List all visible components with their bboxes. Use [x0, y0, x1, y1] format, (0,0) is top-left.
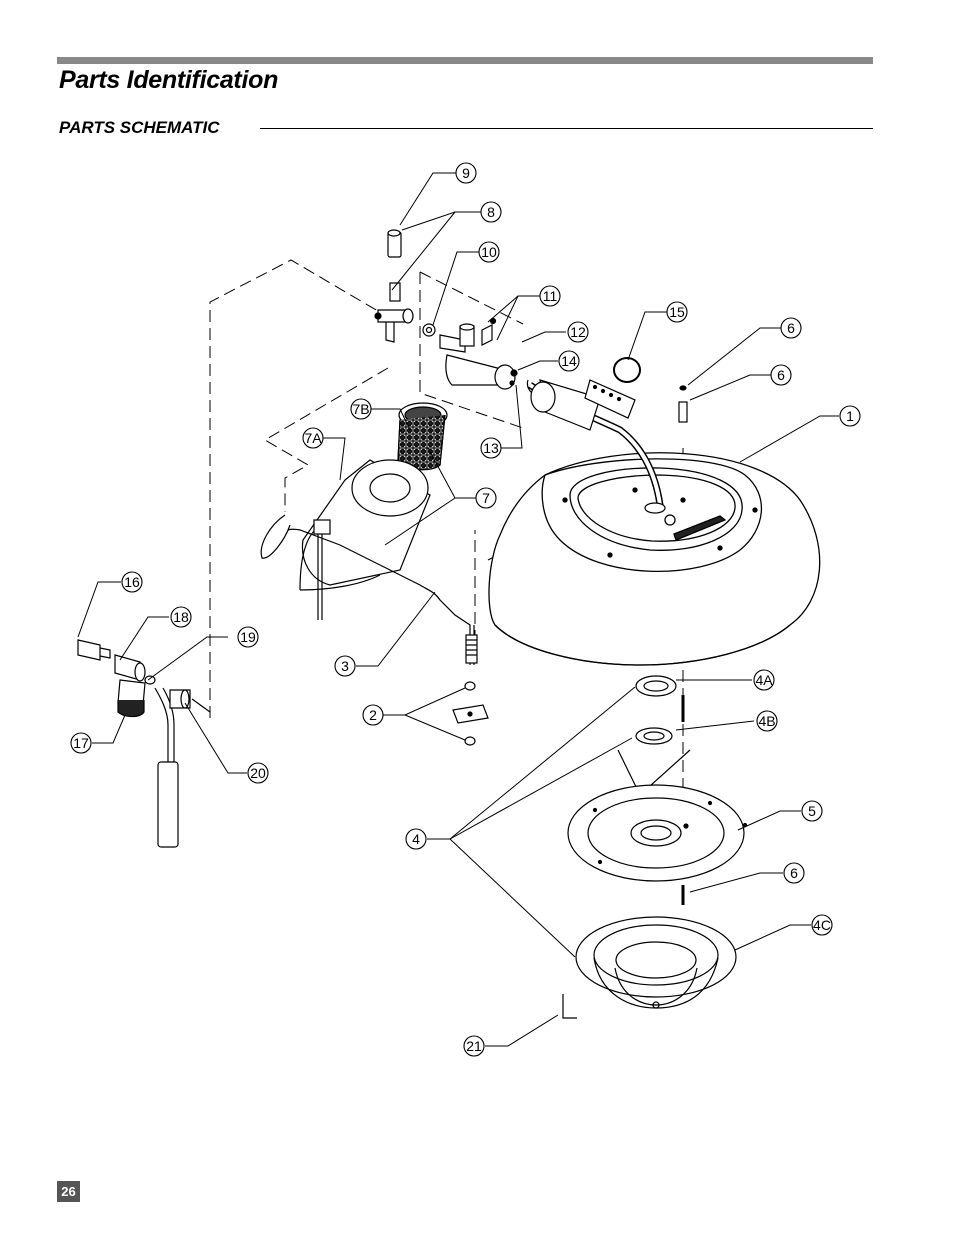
- callout-7a: 7A: [302, 427, 324, 449]
- callout-13: 13: [480, 437, 502, 459]
- callout-17: 17: [70, 732, 92, 754]
- callout-1: 1: [839, 405, 861, 427]
- flex-hose: [526, 379, 666, 514]
- callout-6-mid: 6: [770, 364, 792, 386]
- callout-4a: 4A: [753, 669, 775, 691]
- svg-text:7A: 7A: [304, 430, 322, 446]
- callout-7: 7: [475, 487, 497, 509]
- thermostat-assembly: [77, 639, 211, 848]
- svg-text:6: 6: [777, 367, 785, 383]
- callouts: 9 8 10 11 12 14 13 15 6 6 1 7B 7A 7 3 2 …: [70, 162, 861, 1057]
- svg-text:13: 13: [483, 440, 499, 456]
- callout-19: 19: [237, 626, 259, 648]
- svg-text:6: 6: [790, 865, 798, 881]
- svg-text:15: 15: [669, 304, 685, 320]
- svg-text:2: 2: [369, 707, 377, 723]
- svg-text:3: 3: [341, 658, 349, 674]
- screws: [678, 385, 688, 905]
- bottom-bowl: [575, 916, 737, 1009]
- burner-cup: [299, 459, 431, 591]
- svg-text:7: 7: [482, 490, 490, 506]
- callout-8: 8: [480, 201, 502, 223]
- svg-text:17: 17: [73, 735, 89, 751]
- svg-text:9: 9: [462, 165, 470, 181]
- callout-20: 20: [247, 762, 269, 784]
- callout-6-bottom: 6: [783, 862, 805, 884]
- svg-text:20: 20: [250, 765, 266, 781]
- burner-screen: [397, 402, 448, 471]
- callout-5: 5: [801, 800, 823, 822]
- callout-4b: 4B: [756, 710, 778, 732]
- svg-text:10: 10: [481, 244, 497, 260]
- svg-text:4C: 4C: [813, 917, 831, 933]
- washers: [617, 675, 691, 796]
- callout-4c: 4C: [811, 914, 833, 936]
- callout-4: 4: [405, 828, 427, 850]
- callout-15: 15: [666, 301, 688, 323]
- section-rule: [260, 128, 873, 129]
- valve-body: [422, 317, 518, 390]
- page-title: Parts Identification: [59, 66, 279, 94]
- callout-14: 14: [558, 350, 580, 372]
- callout-3: 3: [334, 655, 356, 677]
- svg-text:11: 11: [543, 288, 558, 304]
- callout-16: 16: [121, 571, 143, 593]
- callout-2: 2: [362, 704, 384, 726]
- svg-text:4A: 4A: [755, 672, 773, 688]
- section-title: PARTS SCHEMATIC: [59, 118, 220, 137]
- callout-10: 10: [478, 241, 500, 263]
- o-ring: [613, 357, 641, 383]
- page-number: 26: [57, 1181, 80, 1202]
- reflector-dome: [488, 452, 821, 666]
- svg-text:4B: 4B: [758, 713, 775, 729]
- svg-text:19: 19: [240, 629, 256, 645]
- callout-21: 21: [463, 1035, 485, 1057]
- header-rule: [57, 57, 873, 64]
- callout-6-top: 6: [780, 317, 802, 339]
- svg-text:21: 21: [466, 1038, 482, 1054]
- callout-9: 9: [455, 162, 477, 184]
- callout-7b: 7B: [350, 398, 372, 420]
- svg-text:6: 6: [787, 320, 795, 336]
- svg-text:16: 16: [124, 574, 140, 590]
- svg-text:14: 14: [561, 353, 577, 369]
- thermocouple: [260, 514, 478, 665]
- svg-text:7B: 7B: [352, 401, 369, 417]
- svg-text:12: 12: [570, 324, 586, 340]
- clip: [562, 994, 577, 1019]
- leader-lines: [77, 172, 839, 1047]
- svg-text:8: 8: [487, 204, 495, 220]
- callout-11: 11: [539, 285, 561, 307]
- callout-18: 18: [170, 606, 192, 628]
- svg-text:1: 1: [846, 408, 854, 424]
- svg-text:4: 4: [412, 831, 420, 847]
- bracket-nuts: [452, 681, 489, 746]
- callout-12: 12: [567, 321, 589, 343]
- svg-text:18: 18: [173, 609, 189, 625]
- gas-tee-assembly: [374, 229, 414, 343]
- svg-text:5: 5: [808, 803, 816, 819]
- mounting-plate: [567, 784, 748, 882]
